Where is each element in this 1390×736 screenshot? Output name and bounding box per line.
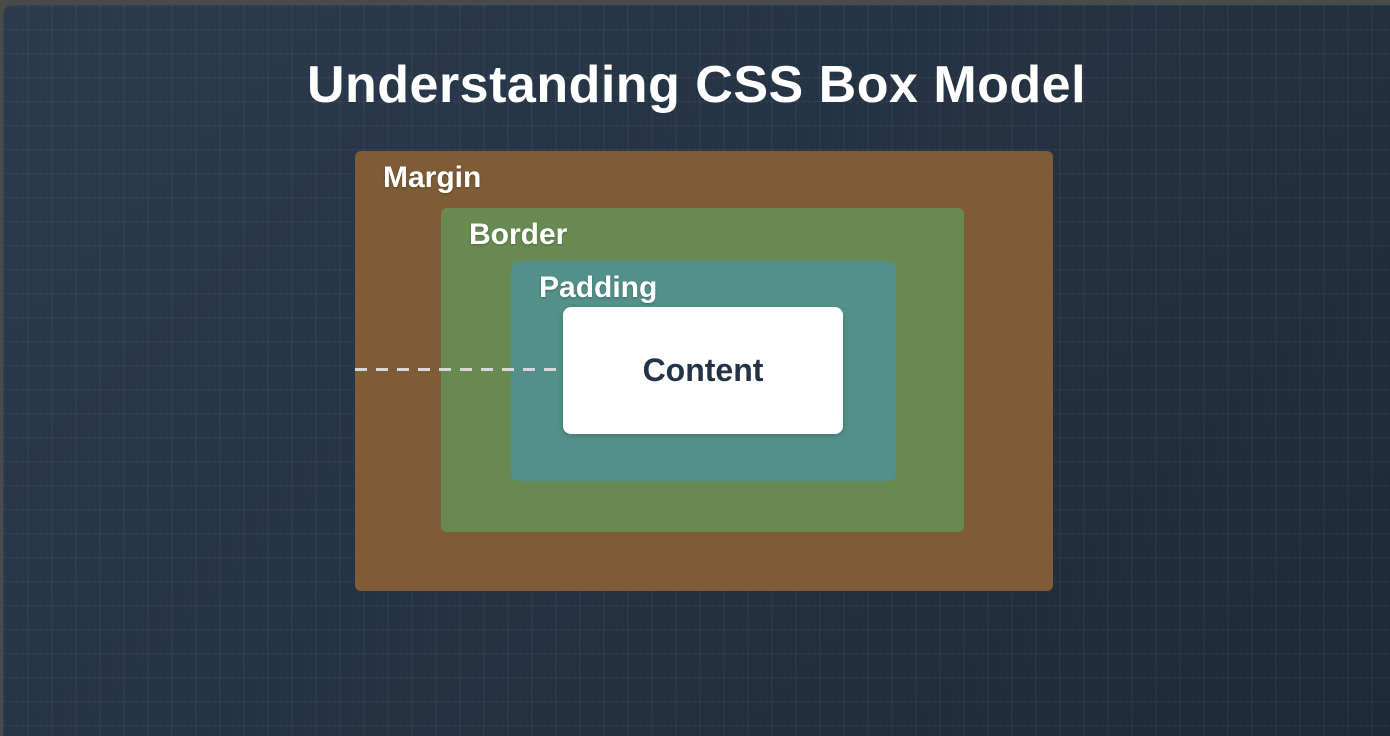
margin-label: Margin: [383, 161, 482, 194]
content-label: Content: [642, 352, 764, 388]
padding-box: Padding Content: [511, 261, 896, 481]
alignment-guide-line: [355, 368, 564, 371]
slide-canvas: Understanding CSS Box Model Margin Borde…: [3, 5, 1390, 736]
margin-box: Margin Border Padding Content: [355, 151, 1053, 591]
content-box: Content: [563, 307, 843, 434]
padding-label: Padding: [539, 271, 658, 304]
border-label: Border: [469, 218, 568, 251]
border-box: Border Padding Content: [441, 208, 964, 532]
page-title: Understanding CSS Box Model: [306, 56, 1087, 114]
